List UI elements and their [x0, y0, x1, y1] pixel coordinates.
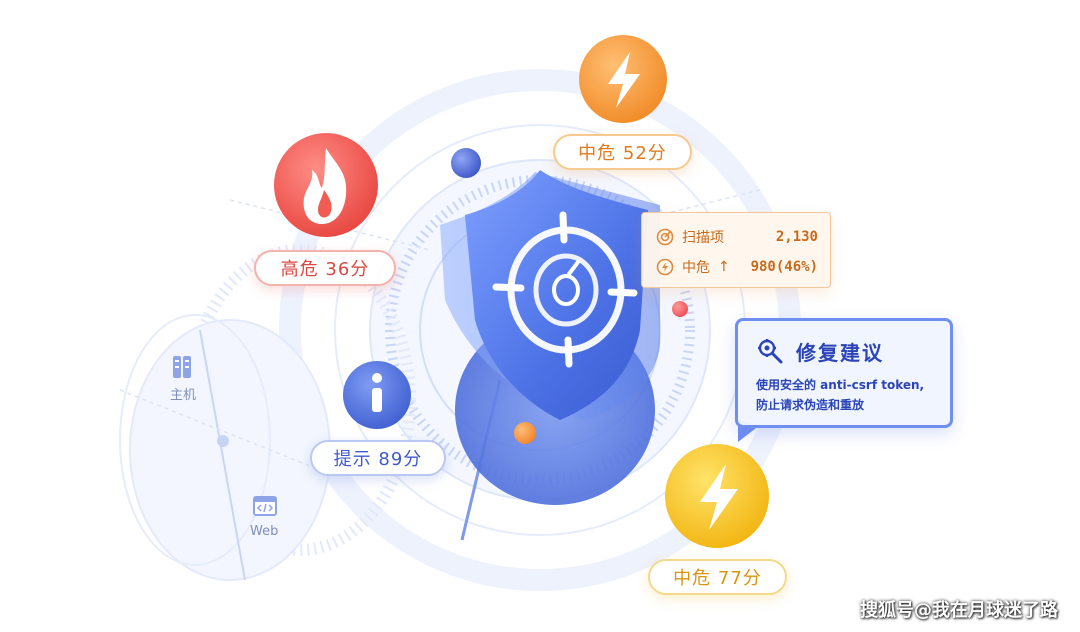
info-badge: 提示 89分	[310, 440, 446, 476]
scan-items-row: 扫描项 2,130	[656, 227, 818, 247]
info-icon	[343, 361, 411, 429]
repair-advice-line2: 防止请求伪造和重放	[756, 398, 865, 412]
tools-icon	[758, 339, 783, 364]
repair-advice-body: 使用安全的 anti-csrf token, 防止请求伪造和重放	[756, 375, 952, 415]
scan-items-value: 2,130	[775, 229, 818, 245]
scan-summary-card: 扫描项 2,130 中危 ↑ 980(46%)	[641, 212, 831, 288]
server-icon	[173, 356, 191, 378]
target-shield-icon	[440, 170, 660, 505]
medium-risk-badge-bottom: 中危 77分	[648, 559, 787, 595]
lightning-icon-bottom	[665, 444, 769, 548]
web-label: Web	[250, 524, 279, 539]
repair-advice-card: 修复建议 使用安全的 anti-csrf token, 防止请求伪造和重放	[735, 318, 953, 428]
info-label: 提示 89分	[333, 449, 423, 470]
scan-items-label: 扫描项	[682, 230, 724, 246]
lightning-small-icon	[656, 258, 674, 276]
medium-risk-badge-top: 中危 52分	[553, 134, 692, 170]
medium-risk-label-top: 中危 52分	[578, 143, 667, 164]
medium-risk-label-bottom: 中危 77分	[673, 568, 762, 589]
watermark: 搜狐号@我在月球迷了路	[860, 600, 1058, 621]
medium-risk-row: 中危 ↑ 980(46%)	[656, 257, 818, 277]
orange-sphere-decoration	[514, 422, 536, 444]
high-risk-label: 高危 36分	[280, 259, 370, 280]
repair-advice-title: 修复建议	[796, 341, 884, 365]
blue-sphere-decoration	[451, 148, 481, 178]
red-sphere-decoration	[672, 301, 688, 317]
flame-icon	[274, 133, 378, 237]
up-arrow-icon: ↑	[718, 259, 730, 275]
repair-advice-line1: 使用安全的 anti-csrf token,	[756, 378, 925, 392]
high-risk-badge: 高危 36分	[254, 250, 396, 286]
lightning-icon-top	[579, 35, 667, 123]
medium-risk-row-label: 中危	[682, 260, 710, 276]
host-label: 主机	[170, 388, 197, 403]
medium-risk-row-value: 980(46%)	[750, 259, 818, 275]
code-window-icon	[253, 496, 277, 516]
scan-target-icon	[656, 228, 674, 246]
